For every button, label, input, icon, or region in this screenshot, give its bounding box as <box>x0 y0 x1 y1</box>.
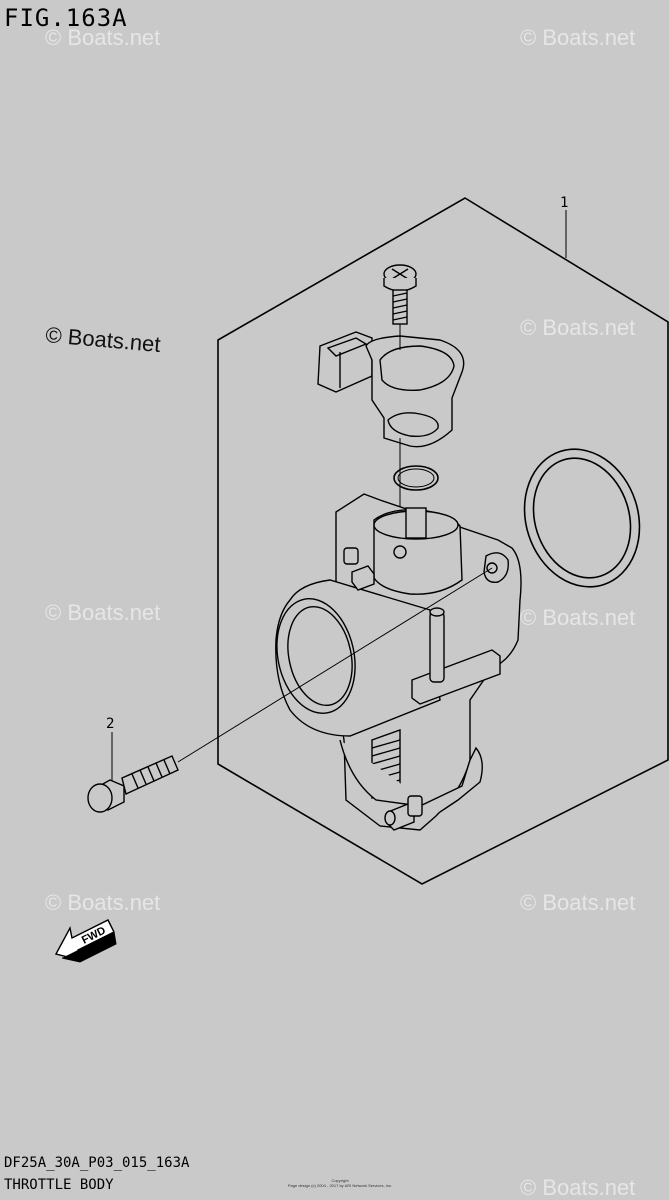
copyright-line: Page design (c) 2004 - 2017 by ARI Netwo… <box>287 1183 393 1188</box>
copyright-notice: Copyright Page design (c) 2004 - 2017 by… <box>270 1178 410 1188</box>
watermark: © Boats.net <box>520 605 635 630</box>
throttle-position-sensor <box>317 331 465 448</box>
copyright-line: Copyright <box>331 1178 349 1183</box>
bolt-axis <box>177 567 493 763</box>
callout-1-number: 1 <box>560 195 568 211</box>
figure-title: FIG.163A <box>4 4 128 32</box>
watermark: © Boats.net <box>520 25 635 50</box>
watermark: © Boats.net <box>45 600 160 625</box>
fwd-arrow-icon: FWD <box>54 919 117 963</box>
mounting-bolt <box>87 755 179 813</box>
figure-code: DF25A_30A_P03_015_163A <box>4 1155 190 1171</box>
watermark: © Boats.net <box>45 890 160 915</box>
watermark-group: © Boats.net © Boats.net © Boats.net © Bo… <box>45 25 635 1200</box>
watermark: © Boats.net <box>520 890 635 915</box>
assembly-boundary <box>217 197 669 885</box>
watermark: © Boats.net <box>45 25 160 50</box>
callout-2-number: 2 <box>106 716 114 732</box>
watermark: © Boats.net <box>520 315 635 340</box>
small-o-ring <box>393 465 439 491</box>
small-o-ring-inner <box>397 468 435 488</box>
watermark: © Boats.net <box>520 1175 635 1200</box>
sensor-screw <box>383 264 417 325</box>
figure-name: THROTTLE BODY <box>4 1177 114 1193</box>
watermark-dark: © Boats.net <box>45 322 162 357</box>
large-o-ring <box>523 448 641 588</box>
throttle-body <box>275 493 522 831</box>
